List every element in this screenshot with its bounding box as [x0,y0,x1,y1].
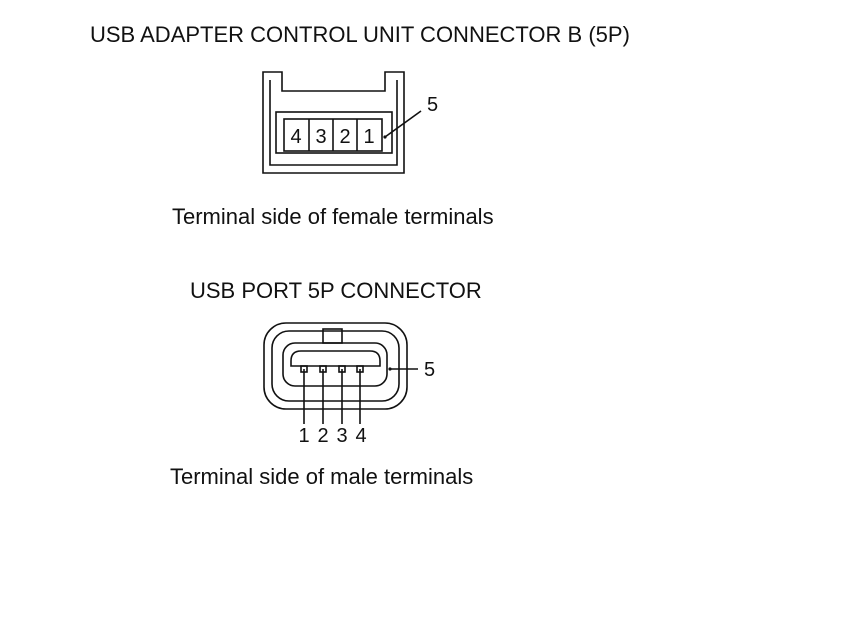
connector-b-callout-label: 5 [424,359,435,381]
connector-b-housing [263,322,408,410]
connector-b-receptacle [282,342,388,387]
connector-a-terminal-2: 2 [339,126,350,148]
connector-a-terminal-1: 1 [363,126,374,148]
connector-a-housing [262,71,405,174]
connector-b-title: USB PORT 5P CONNECTOR [190,278,482,303]
connector-a-terminal-4: 4 [290,126,301,148]
connector-a-callout-leader [383,110,422,139]
connector-a-caption: Terminal side of female terminals [172,204,494,229]
connector-b-callout-leader [388,367,418,371]
connector-b-terminal-2: 2 [317,425,328,447]
connector-b-terminal-1: 1 [298,425,309,447]
connector-b-terminal-4: 4 [355,425,366,447]
connector-b-caption: Terminal side of male terminals [170,464,474,489]
connector-b-pins [300,365,364,424]
connector-a-title: USB ADAPTER CONTROL UNIT CONNECTOR B (5P… [90,22,630,47]
connector-a-terminal-3: 3 [315,126,326,148]
connector-b-terminal-3: 3 [336,425,347,447]
connector-a-callout-label: 5 [427,94,438,116]
